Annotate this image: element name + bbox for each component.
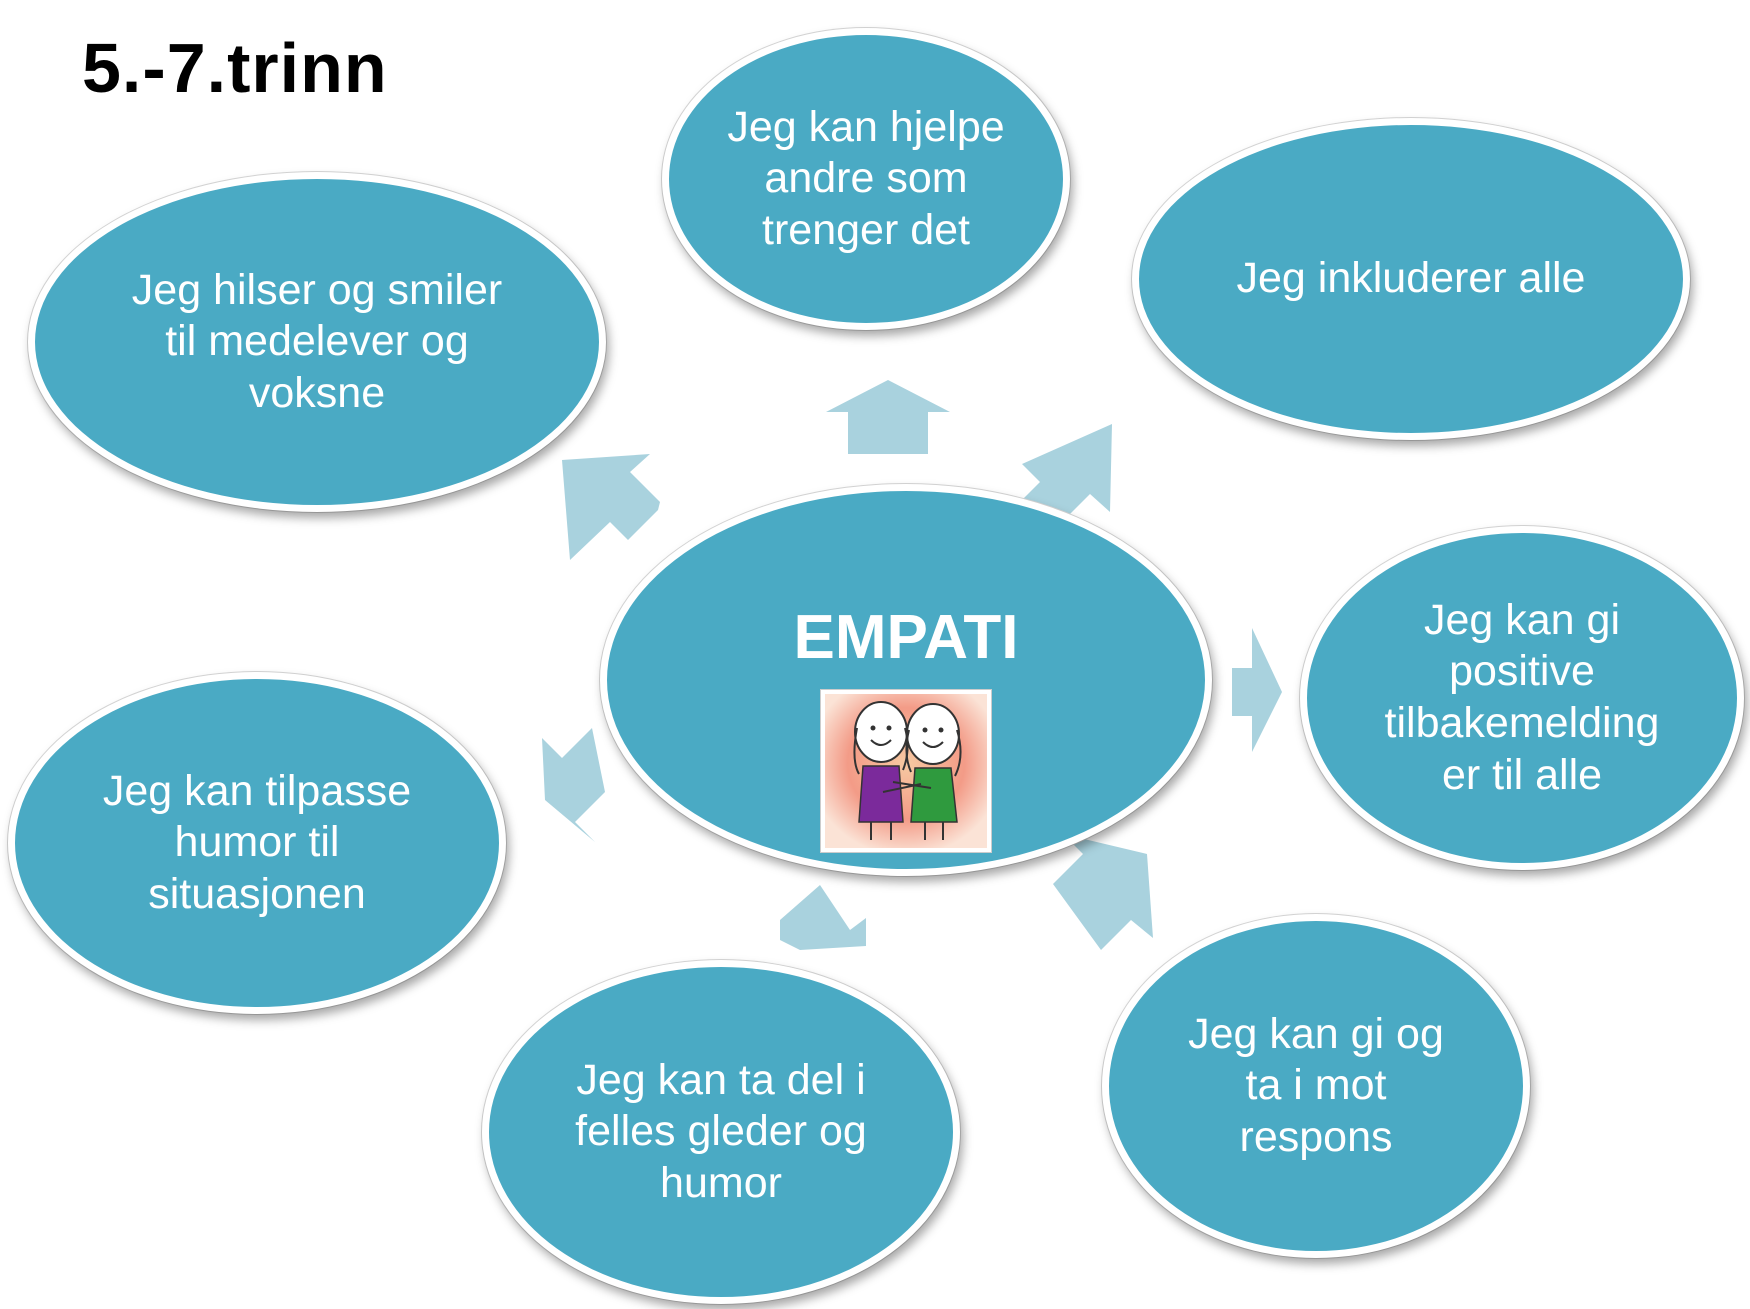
bubble-include-all: Jeg inkluderer alle <box>1132 118 1690 440</box>
bubble-adapt-humor: Jeg kan tilpasse humor til situasjonen <box>8 672 506 1014</box>
bubble-shared-joy-text: Jeg kan ta del i felles gleder og humor <box>575 1055 867 1207</box>
children-hugging-illustration <box>820 689 992 854</box>
arrow-down <box>780 885 866 950</box>
arrow-up <box>826 380 950 454</box>
bubble-help-others: Jeg kan hjelpe andre som trenger det <box>662 28 1070 330</box>
arrow-up-right <box>1010 424 1112 524</box>
arrow-up-left <box>562 454 660 560</box>
bubble-help-others-text: Jeg kan hjelpe andre som trenger det <box>727 102 1005 254</box>
arrow-right <box>1232 628 1282 752</box>
arrow-down-right <box>1053 834 1153 950</box>
bubble-adapt-humor-text: Jeg kan tilpasse humor til situasjonen <box>102 766 412 918</box>
bubble-greet-smile: Jeg hilser og smiler til medelever og vo… <box>28 172 606 512</box>
bubble-greet-smile-text: Jeg hilser og smiler til medelever og vo… <box>131 265 503 417</box>
center-label: EMPATI <box>793 603 1019 672</box>
page-title: 5.-7.trinn <box>82 29 388 107</box>
bubble-positive-feedback: Jeg kan gi positive tilbakemelding er ti… <box>1300 526 1744 870</box>
bubble-positive-feedback-text: Jeg kan gi positive tilbakemelding er ti… <box>1384 595 1660 799</box>
bubble-include-all-text: Jeg inkluderer alle <box>1236 254 1586 303</box>
arrow-down-left <box>542 728 605 842</box>
bubble-give-receive: Jeg kan gi og ta i mot respons <box>1102 914 1530 1258</box>
center-bubble-empati: EMPATI <box>600 484 1212 876</box>
bubble-shared-joy: Jeg kan ta del i felles gleder og humor <box>482 960 960 1304</box>
bubble-give-receive-text: Jeg kan gi og ta i mot respons <box>1188 1009 1444 1161</box>
